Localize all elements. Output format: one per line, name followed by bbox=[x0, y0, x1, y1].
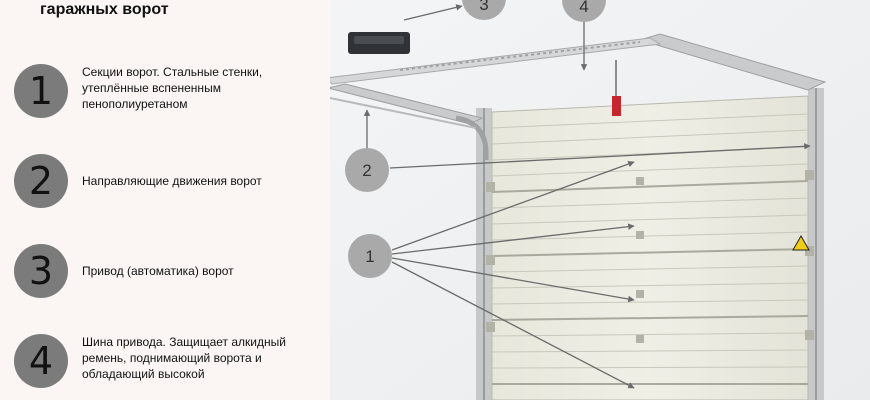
legend-number-4: 4 bbox=[14, 334, 68, 388]
callout-3-label: 3 bbox=[479, 0, 488, 14]
legend-text-2: Направляющие движения ворот bbox=[82, 174, 262, 188]
callout-4-label: 4 bbox=[579, 0, 588, 16]
callout-2-label: 2 bbox=[362, 161, 371, 180]
legend-text-3: Привод (автоматика) ворот bbox=[82, 264, 234, 278]
drive-rail bbox=[324, 37, 662, 116]
legend-number-1: 1 bbox=[14, 64, 68, 118]
callout-2: 2 bbox=[345, 148, 389, 192]
legend-number-3: 3 bbox=[14, 244, 68, 298]
callout-3: 3 bbox=[462, 0, 506, 20]
legend-item-sections: 1 Секции ворот. Стальные стенки, утеплён… bbox=[14, 64, 324, 124]
legend-item-guides: 2 Направляющие движения ворот bbox=[14, 154, 324, 214]
legend-text-1: Секции ворот. Стальные стенки, утеплённы… bbox=[82, 65, 263, 111]
legend-item-rail: 4 Шина привода. Защищает алкидный ремень… bbox=[14, 334, 324, 394]
page-title: гаражных ворот bbox=[40, 1, 169, 18]
callout-lines bbox=[363, 4, 811, 389]
legend-number-2: 2 bbox=[14, 154, 68, 208]
door-sections bbox=[486, 95, 814, 400]
callout-4: 4 bbox=[562, 0, 606, 22]
legend-panel: гаражных ворот 1 Секции ворот. Стальные … bbox=[0, 0, 330, 400]
opener-motor bbox=[348, 32, 410, 54]
guide-rails bbox=[327, 33, 827, 160]
legend-item-drive: 3 Привод (автоматика) ворот bbox=[14, 244, 324, 304]
callout-1: 1 bbox=[348, 234, 392, 278]
legend-text-4: Шина привода. Защищает алкидный ремень, … bbox=[82, 335, 286, 381]
callout-1-label: 1 bbox=[365, 247, 374, 266]
